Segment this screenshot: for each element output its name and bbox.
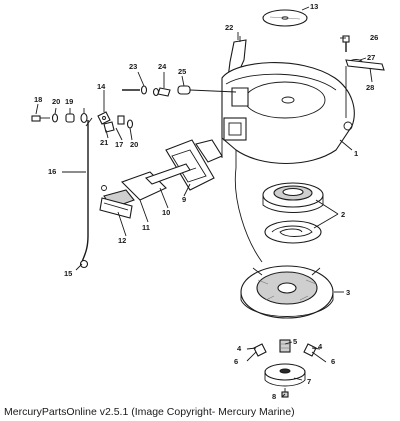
callout-labels: 13 22 26 27 28 23 24 25 14 18 20 19 21 1… (34, 2, 378, 401)
part-1-starter-housing (221, 62, 355, 263)
callout-7: 7 (307, 377, 311, 386)
callout-19: 19 (65, 97, 73, 106)
callout-2: 2 (341, 210, 345, 219)
callout-14: 14 (97, 82, 106, 91)
part-16-link-rod (79, 117, 93, 269)
callout-8: 8 (272, 392, 276, 401)
callout-21: 21 (100, 138, 108, 147)
part-7-drive-cup (253, 339, 317, 398)
callout-18: 18 (34, 95, 42, 104)
small-hardware-top (122, 85, 237, 97)
part-2-spring-assembly (262, 182, 324, 244)
callout-25: 25 (178, 67, 186, 76)
callout-15: 15 (64, 269, 72, 278)
callout-22: 22 (225, 23, 233, 32)
part-10-11-lever (101, 163, 191, 209)
copyright-caption: MercuryPartsOnline v2.5.1 (Image Copyrig… (4, 406, 295, 418)
callout-5: 5 (293, 337, 297, 346)
part-9-handle (165, 139, 223, 191)
callout-20: 20 (52, 97, 60, 106)
small-hardware-right (342, 35, 385, 118)
callout-23: 23 (129, 62, 137, 71)
callout-24: 24 (158, 62, 167, 71)
callout-4: 4 (237, 344, 242, 353)
callout-6b: 6 (331, 357, 335, 366)
small-hardware-left (31, 111, 134, 133)
callout-9: 9 (182, 195, 186, 204)
callout-26: 26 (370, 33, 378, 42)
callout-3: 3 (346, 288, 350, 297)
callout-11: 11 (142, 223, 150, 232)
part-13-washer (262, 9, 308, 27)
callout-28: 28 (366, 83, 374, 92)
callout-16: 16 (48, 167, 56, 176)
callout-10: 10 (162, 208, 170, 217)
leader-lines (35, 6, 373, 398)
callout-4b: 4 (318, 342, 323, 351)
callout-17: 17 (115, 140, 123, 149)
part-3-pulley (240, 265, 334, 319)
part-12-latch (99, 197, 133, 219)
callout-20b: 20 (130, 140, 138, 149)
callout-27: 27 (367, 53, 375, 62)
callout-12: 12 (118, 236, 126, 245)
callout-1: 1 (354, 149, 358, 158)
callout-6: 6 (234, 357, 238, 366)
callout-13: 13 (310, 2, 318, 11)
